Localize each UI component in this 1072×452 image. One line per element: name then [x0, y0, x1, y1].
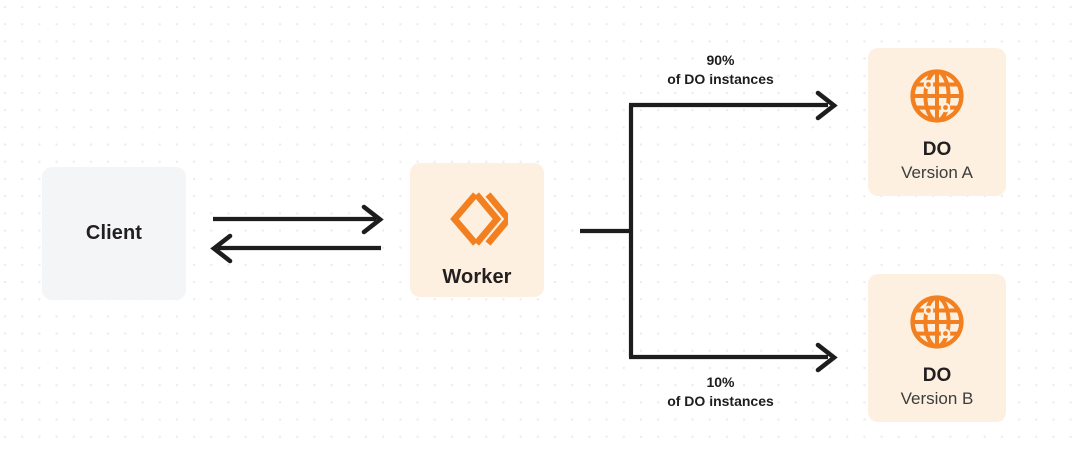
node-worker-label: Worker [442, 266, 512, 288]
edge-label-percent: 90% [706, 52, 735, 68]
node-do-b-label: DO [922, 365, 952, 386]
durable-object-globe-icon [909, 68, 965, 124]
durable-object-globe-icon [909, 294, 965, 350]
cloudflare-workers-icon [446, 190, 513, 248]
edge-label-percent: 10% [706, 374, 735, 390]
node-client-label: Client [85, 222, 143, 244]
edge-worker-to-client [210, 233, 381, 264]
node-worker: Worker [410, 163, 544, 297]
edge-worker-split [580, 105, 634, 357]
node-client: Client [42, 167, 186, 300]
edge-worker-to-do-b [629, 342, 838, 373]
edge-client-to-worker [213, 204, 384, 235]
node-do-a-label: DO [922, 139, 952, 160]
edge-label-description: of DO instances [667, 71, 774, 88]
edge-worker-to-do-a [629, 90, 838, 121]
edge-label-worker-to-do-a: 90% of DO instances [613, 51, 828, 90]
edge-label-worker-to-do-b: 10% of DO instances [613, 373, 828, 412]
edge-label-description: of DO instances [667, 393, 774, 410]
node-do-b-sublabel: Version B [900, 389, 974, 409]
node-do-a-sublabel: Version A [901, 163, 973, 183]
node-do-version-a: DO Version A [868, 48, 1006, 196]
node-do-version-b: DO Version B [868, 274, 1006, 422]
